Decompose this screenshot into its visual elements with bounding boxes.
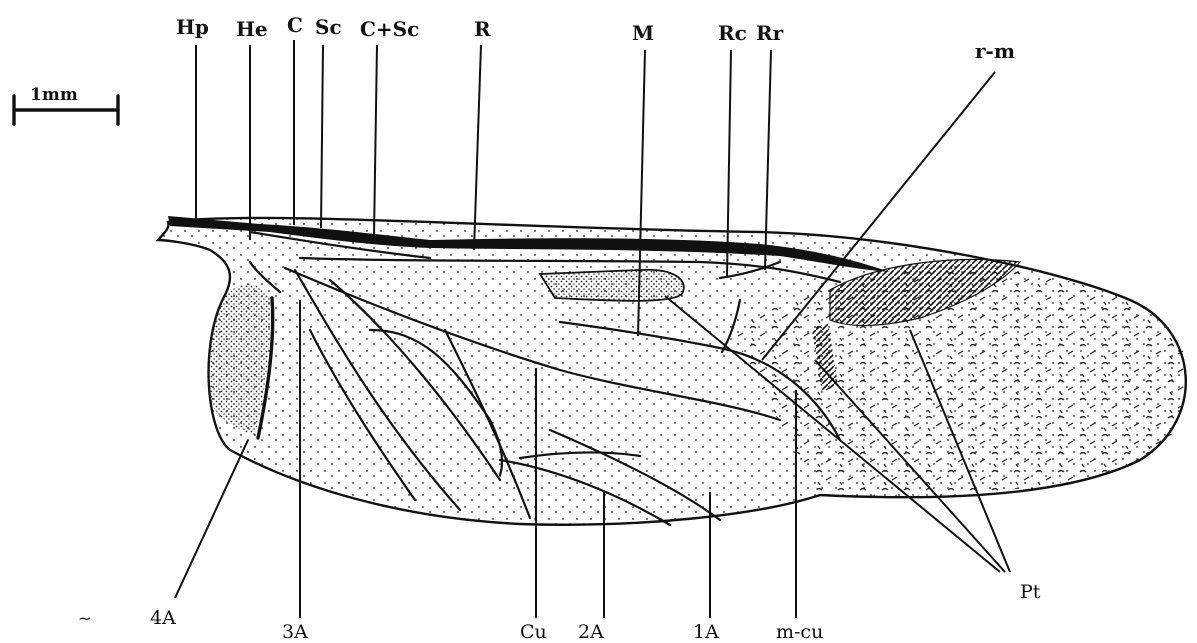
label-sc: Sc — [315, 15, 342, 39]
label-2a: 2A — [578, 621, 604, 643]
label-c: C — [287, 13, 303, 37]
label-r: R — [474, 17, 491, 41]
label-c-sc: C+Sc — [360, 17, 419, 41]
label-4a: 4A — [150, 607, 176, 629]
label-rr: Rr — [756, 21, 784, 45]
wing — [158, 216, 1188, 525]
label-r-m: r-m — [975, 39, 1015, 63]
scale-bar: 1mm — [14, 85, 118, 124]
discal-spot — [540, 270, 684, 301]
label-1a: 1A — [693, 621, 719, 643]
label-m: M — [632, 21, 654, 45]
label-cu: Cu — [520, 621, 547, 643]
label-m-cu: m-cu — [776, 621, 823, 643]
label-3a: 3A — [282, 621, 308, 643]
label-hp: Hp — [176, 15, 209, 39]
corner-mark: ~ — [78, 609, 91, 628]
label-he: He — [236, 17, 268, 41]
scale-bar-label: 1mm — [30, 85, 78, 105]
label-pt: Pt — [1020, 581, 1041, 603]
label-rc: Rc — [718, 21, 747, 45]
